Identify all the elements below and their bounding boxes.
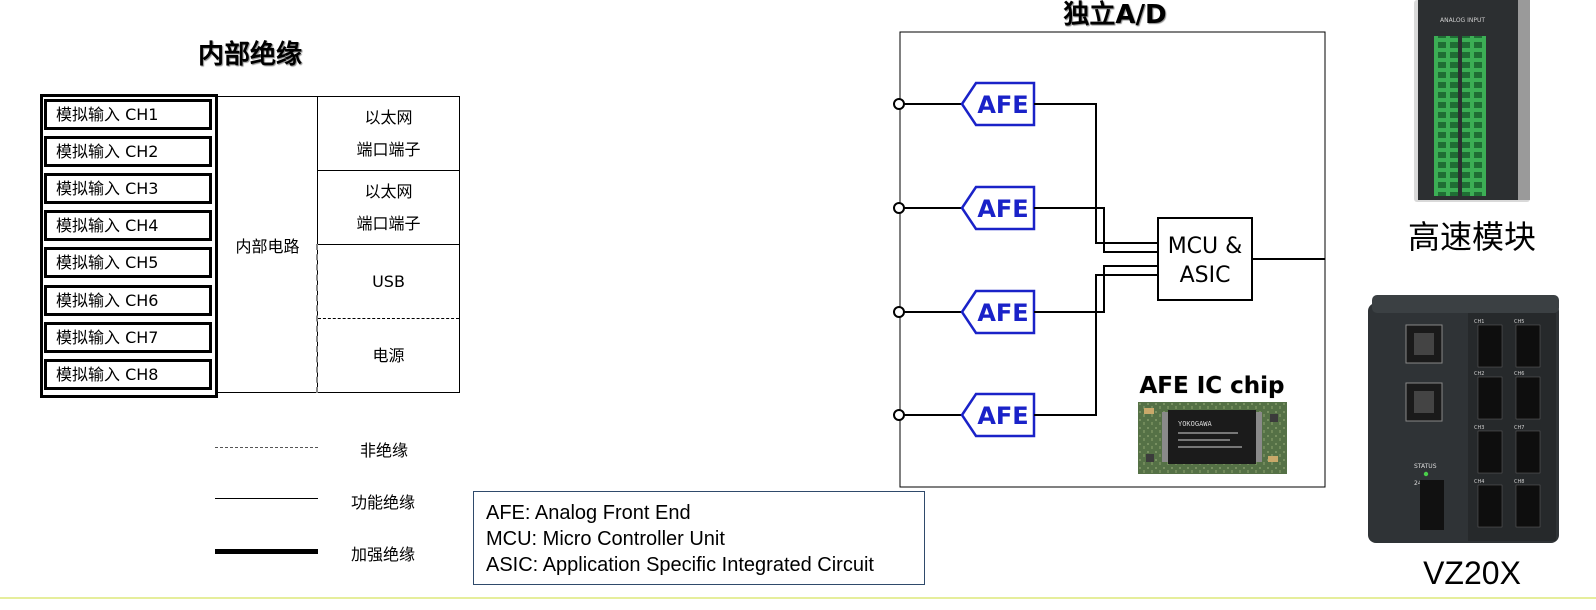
svg-text:CH7: CH7	[1514, 425, 1524, 431]
port-label: 电源	[372, 345, 405, 365]
port-label: USB	[372, 271, 405, 291]
port-ethernet-1: 以太网 端口端子	[318, 97, 459, 171]
abbreviation-afe: AFE: Analog Front End	[486, 502, 691, 524]
input-terminal-icon	[893, 98, 905, 110]
device-status-text: STATUS	[1414, 463, 1437, 470]
input-terminal-icon	[893, 409, 905, 421]
module-panel-text: ANALOG INPUT	[1440, 17, 1485, 24]
channel-group	[40, 94, 218, 398]
channel-box: 模拟输入 CH3	[44, 173, 212, 204]
legend-reinforced: 加强绝缘	[351, 545, 416, 564]
isolation-title: 内部绝缘	[197, 40, 302, 70]
afe-channel-3: AFE	[893, 265, 1158, 335]
afe-label: AFE	[977, 402, 1028, 430]
legend-line-thick	[215, 549, 318, 554]
high-speed-module-photo: ANALOG INPUT	[1414, 0, 1530, 202]
legend-line-dashed	[215, 447, 318, 448]
abbreviation-asic: ASIC: Application Specific Integrated Ci…	[486, 554, 874, 576]
svg-text:CH2: CH2	[1474, 371, 1484, 377]
mcu-asic-block	[1157, 217, 1253, 301]
channel-box: 模拟输入 CH6	[44, 285, 212, 316]
terminal-block-right	[1462, 36, 1486, 196]
svg-text:CH3: CH3	[1474, 425, 1484, 431]
svg-text:CH8: CH8	[1514, 479, 1524, 485]
port-usb: USB	[318, 245, 459, 319]
footer-rule	[0, 597, 1596, 599]
afe-label: AFE	[977, 299, 1028, 327]
non-isolated-edge	[316, 244, 318, 393]
afe-channel-2: AFE	[893, 185, 1158, 253]
device-label: VZ20X	[1423, 555, 1521, 591]
asic-label: ASIC	[1180, 263, 1231, 288]
channel-box: 模拟输入 CH8	[44, 359, 212, 390]
svg-text:CH5: CH5	[1514, 319, 1524, 325]
legend-line-thin	[215, 498, 318, 499]
afe-channel-4: AFE	[893, 274, 1158, 438]
port-label: 以太网	[364, 107, 413, 127]
module-label: 高速模块	[1407, 219, 1536, 255]
afe-label: AFE	[977, 91, 1028, 119]
svg-text:CH1: CH1	[1474, 319, 1484, 325]
port-label: 以太网	[364, 181, 413, 201]
chip-label: AFE IC chip	[1139, 373, 1284, 399]
abbreviation-box: AFE: Analog Front End MCU: Micro Control…	[473, 491, 925, 585]
vz20x-device-photo: STATUS 24VDC CH1 CH5 CH2 CH6 CH3 CH7 CH4…	[1368, 295, 1559, 543]
port-power: 电源	[318, 319, 459, 392]
port-ethernet-2: 以太网 端口端子	[318, 171, 459, 245]
terminal-block-left	[1434, 36, 1458, 196]
mcu-label: MCU &	[1168, 234, 1243, 259]
ad-title: 独立A/D	[1063, 0, 1167, 30]
chip-photo: YOKOGAWA	[1138, 402, 1287, 474]
legend-non-isolated: 非绝缘	[360, 441, 409, 460]
chip-brand: YOKOGAWA	[1178, 420, 1213, 428]
channel-box: 模拟输入 CH1	[44, 99, 212, 130]
abbreviation-mcu: MCU: Micro Controller Unit	[486, 528, 725, 550]
channel-box: 模拟输入 CH5	[44, 247, 212, 278]
svg-text:CH6: CH6	[1514, 371, 1524, 377]
input-terminal-icon	[893, 306, 905, 318]
channel-labels: CH1 CH5 CH2 CH6 CH3 CH7 CH4 CH8	[1474, 319, 1524, 485]
afe-label: AFE	[977, 195, 1028, 223]
internal-circuit-label: 内部电路	[235, 236, 300, 256]
channel-box: 模拟输入 CH4	[44, 210, 212, 241]
afe-channel-1: AFE	[893, 81, 1158, 244]
channel-connector-grid	[1477, 324, 1541, 528]
port-label: 端口端子	[356, 213, 421, 233]
input-terminal-icon	[893, 202, 905, 214]
channel-box: 模拟输入 CH7	[44, 322, 212, 353]
channel-box: 模拟输入 CH2	[44, 136, 212, 167]
port-label: 端口端子	[356, 139, 421, 159]
svg-text:CH4: CH4	[1474, 479, 1484, 485]
legend-functional: 功能绝缘	[351, 493, 416, 512]
